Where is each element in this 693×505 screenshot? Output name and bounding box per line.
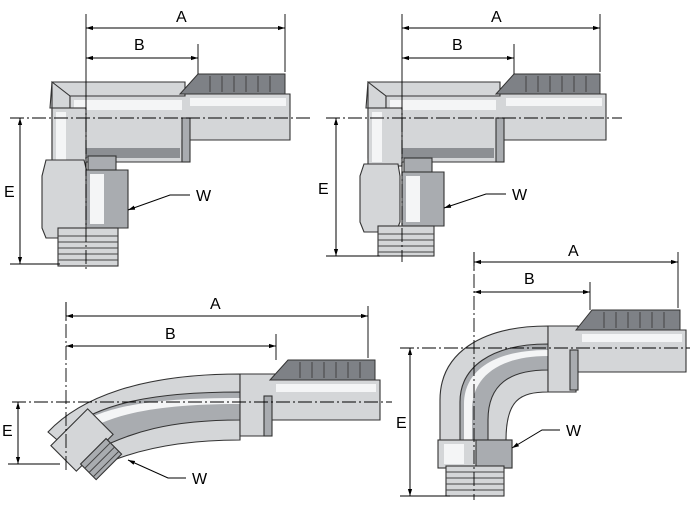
fitting-90-block-elbow-right: A B E W	[318, 9, 622, 262]
dimension-e-label: E	[396, 415, 407, 432]
dimension-a-label: A	[491, 9, 502, 26]
dimension-e-label: E	[4, 184, 15, 201]
dimension-b-label: B	[134, 37, 145, 54]
dimension-w-label: W	[512, 187, 528, 204]
fitting-90-block-elbow-left: A B E W	[4, 9, 310, 270]
dimension-w-label: W	[192, 471, 208, 488]
dimension-b-label: B	[524, 271, 535, 288]
dimension-a-label: A	[176, 9, 187, 26]
dimension-a-label: A	[210, 296, 221, 313]
dimension-w-label: W	[566, 423, 582, 440]
fitting-45-bent-tube: A B E W	[2, 296, 392, 488]
dimension-w-label: W	[196, 188, 212, 205]
dimension-a-label: A	[568, 243, 579, 260]
dimension-b-label: B	[165, 326, 176, 343]
fitting-90-bent-tube: A B E W	[396, 243, 690, 500]
dimension-b-label: B	[452, 37, 463, 54]
dimension-e-label: E	[318, 181, 329, 198]
dimension-e-label: E	[2, 423, 13, 440]
